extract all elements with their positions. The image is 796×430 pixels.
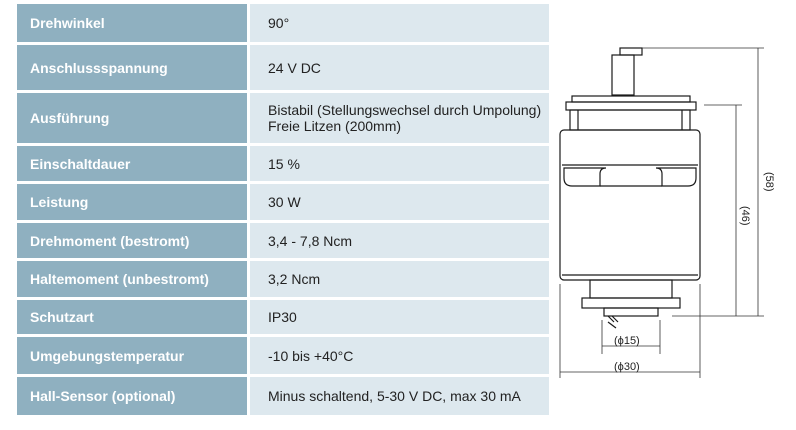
spec-value-line: Bistabil (Stellungswechsel durch Umpolun… — [268, 102, 542, 118]
dim-body-height: (46) — [739, 206, 751, 226]
spec-label: Drehmoment (bestromt) — [17, 223, 247, 258]
dim-total-height: (58) — [763, 172, 775, 192]
actuator-outline — [559, 47, 701, 329]
spec-value: 30 W — [250, 184, 549, 220]
top-cap — [565, 101, 697, 111]
dim-body-diameter: (ϕ30) — [614, 361, 640, 373]
dimension-lines — [559, 47, 764, 378]
cap-collar — [569, 109, 691, 131]
window-left — [563, 167, 607, 187]
housing — [559, 129, 701, 281]
shaft-tip — [619, 47, 643, 56]
spec-label: Drehwinkel — [17, 4, 247, 42]
spec-value: 15 % — [250, 146, 549, 181]
spec-label: Haltemoment (unbestromt) — [17, 261, 247, 297]
technical-drawing: (58) (46) (ϕ15) (ϕ30) — [559, 47, 775, 378]
spec-label: Schutzart — [17, 300, 247, 334]
spec-value: Minus schaltend, 5-30 V DC, max 30 mA — [250, 377, 549, 415]
spec-value: -10 bis +40°C — [250, 337, 549, 374]
spec-label: Einschaltdauer — [17, 146, 247, 181]
spec-value: 3,4 - 7,8 Ncm — [250, 223, 549, 258]
bottom-stub — [603, 307, 659, 317]
bottom-ring — [581, 297, 681, 309]
spec-value: 3,2 Ncm — [250, 261, 549, 297]
spec-label: Leistung — [17, 184, 247, 220]
spec-value: 90° — [250, 4, 549, 42]
bottom-flange — [589, 279, 673, 299]
window-right — [655, 167, 697, 187]
specification-table: Drehwinkel 90° Anschlussspannung 24 V DC… — [17, 4, 549, 415]
spec-label: Anschlussspannung — [17, 45, 247, 90]
spec-value: IP30 — [250, 300, 549, 334]
spec-value-line: Freie Litzen (200mm) — [268, 118, 402, 134]
spec-label: Ausführung — [17, 93, 247, 143]
dim-shaft-diameter: (ϕ15) — [614, 335, 640, 347]
spec-label: Umgebungstemperatur — [17, 337, 247, 374]
spec-value: Bistabil (Stellungswechsel durch Umpolun… — [250, 93, 549, 143]
wire-leads — [607, 315, 619, 329]
spec-label: Hall-Sensor (optional) — [17, 377, 247, 415]
top-flange — [571, 95, 691, 103]
spec-value: 24 V DC — [250, 45, 549, 90]
shaft — [611, 54, 635, 96]
